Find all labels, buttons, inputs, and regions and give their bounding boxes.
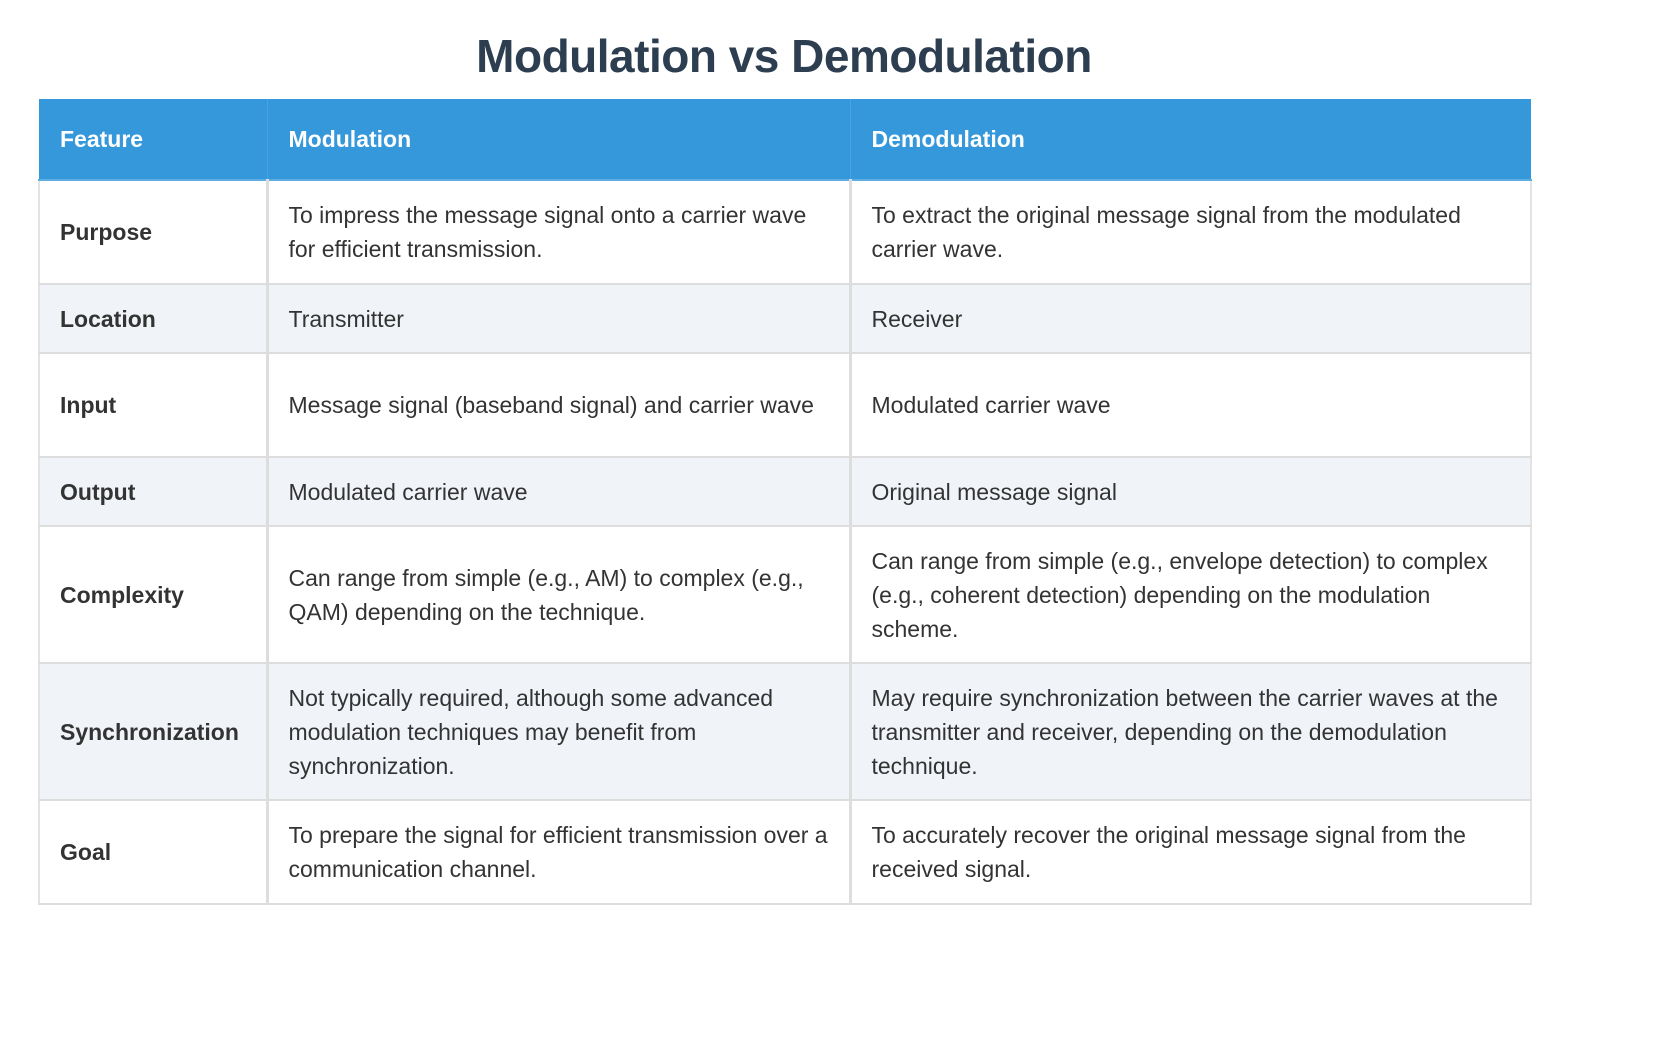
feature-cell: Purpose [38,179,268,285]
modulation-cell: Modulated carrier wave [265,456,851,527]
feature-cell: Complexity [38,525,268,664]
table-row-goal: Goal To prepare the signal for efficient… [38,799,1532,905]
page-title: Modulation vs Demodulation [476,30,1092,82]
table-header: Feature Modulation Demodulation [39,99,1531,181]
demodulation-cell: To accurately recover the original messa… [848,799,1532,905]
table-row-purpose: Purpose To impress the message signal on… [38,179,1532,285]
feature-cell: Location [38,283,268,354]
table-row-synchronization: Synchronization Not typically required, … [38,662,1532,801]
modulation-cell: To prepare the signal for efficient tran… [265,799,851,905]
demodulation-cell: Modulated carrier wave [848,352,1532,458]
column-header-demodulation: Demodulation [850,99,1531,181]
demodulation-cell: To extract the original message signal f… [848,179,1532,285]
demodulation-cell: Receiver [848,283,1532,354]
table-row-complexity: Complexity Can range from simple (e.g., … [38,525,1532,664]
modulation-cell: Message signal (baseband signal) and car… [265,352,851,458]
comparison-table: Feature Modulation Demodulation Purpose … [38,99,1532,905]
feature-cell: Output [38,456,268,527]
feature-cell: Synchronization [38,662,268,801]
modulation-cell: Can range from simple (e.g., AM) to comp… [265,525,851,664]
table-row-input: Input Message signal (baseband signal) a… [38,352,1532,458]
demodulation-cell: Original message signal [848,456,1532,527]
demodulation-cell: Can range from simple (e.g., envelope de… [848,525,1532,664]
header-row: Feature Modulation Demodulation [39,99,1531,181]
modulation-cell: Transmitter [265,283,851,354]
column-header-modulation: Modulation [267,99,851,181]
table-body: Purpose To impress the message signal on… [38,179,1532,905]
table-row-location: Location Transmitter Receiver [38,283,1532,354]
feature-cell: Input [38,352,268,458]
demodulation-cell: May require synchronization between the … [848,662,1532,801]
table-row-output: Output Modulated carrier wave Original m… [38,456,1532,527]
modulation-cell: Not typically required, although some ad… [265,662,851,801]
column-header-feature: Feature [39,99,268,181]
feature-cell: Goal [38,799,268,905]
modulation-cell: To impress the message signal onto a car… [265,179,851,285]
